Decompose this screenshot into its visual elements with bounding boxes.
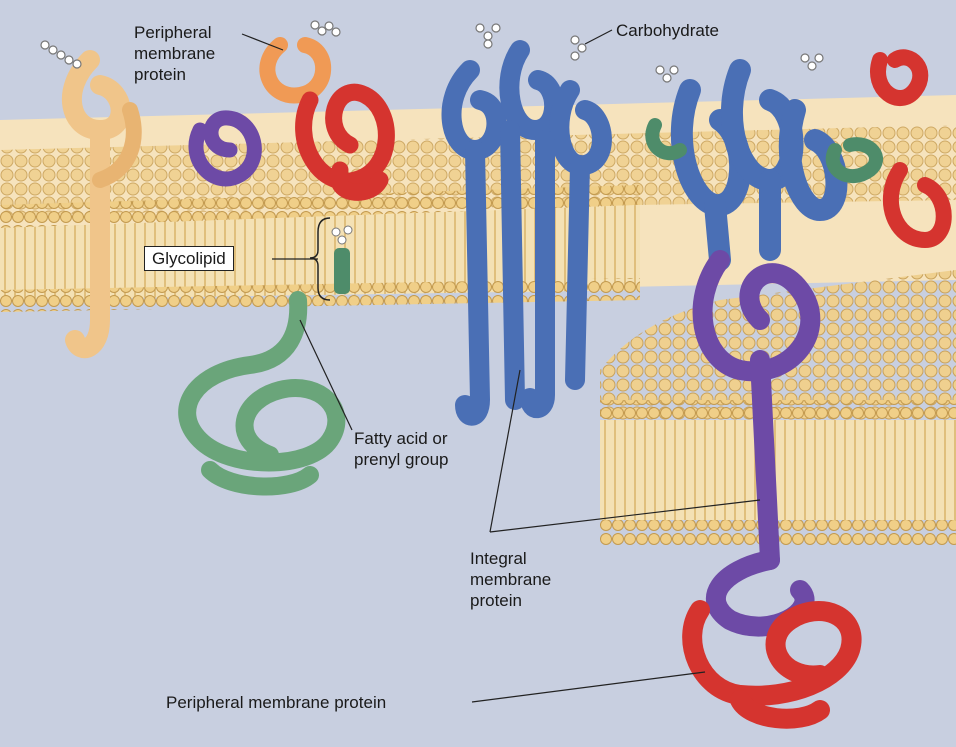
label-line: Peripheral (134, 22, 215, 43)
label-line: Integral (470, 548, 551, 569)
integral-membrane-protein-label: Integral membrane protein (470, 548, 551, 611)
membrane-block-side-heads (600, 400, 956, 420)
carbohydrate-label: Carbohydrate (616, 20, 719, 41)
label-line: membrane (134, 43, 215, 64)
peripheral-membrane-protein-label-top: Peripheral membrane protein (134, 22, 215, 85)
label-line: protein (134, 64, 215, 85)
glycolipid-label: Glycolipid (144, 246, 234, 271)
peripheral-membrane-protein-label-bottom: Peripheral membrane protein (166, 692, 386, 713)
label-line: protein (470, 590, 551, 611)
membrane-block-side-tails (600, 420, 956, 520)
fatty-acid-label: Fatty acid or prenyl group (354, 428, 449, 470)
label-line: prenyl group (354, 449, 449, 470)
label-line: membrane (470, 569, 551, 590)
label-line: Fatty acid or (354, 428, 449, 449)
